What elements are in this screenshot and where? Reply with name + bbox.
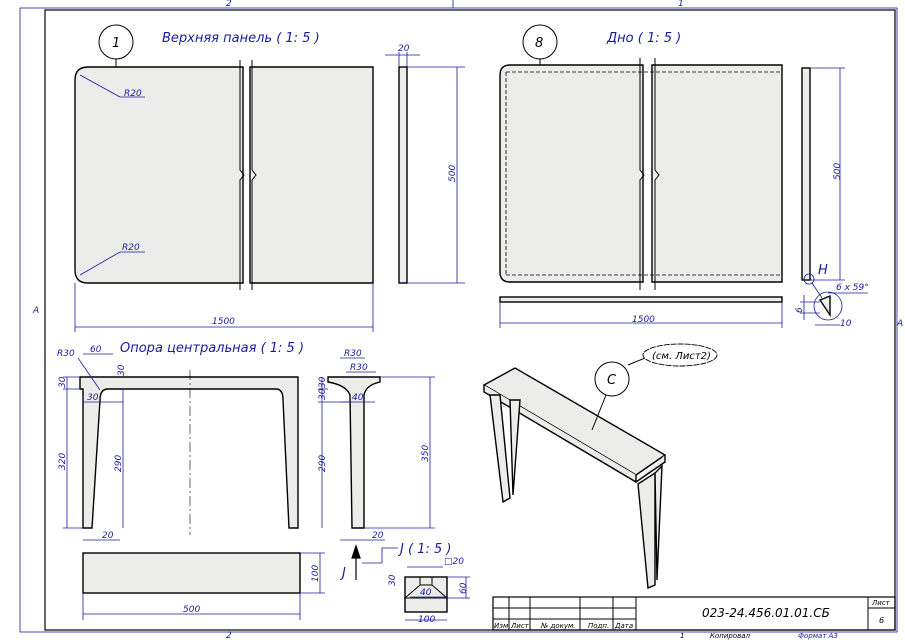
dim-side-r30a: R30 xyxy=(344,349,362,359)
detail-h: H xyxy=(818,263,828,278)
dim-30b: 30 xyxy=(117,364,127,376)
dim-r20-top: R20 xyxy=(124,89,142,99)
callout-c: C xyxy=(607,373,617,388)
dim-square-20: □20 xyxy=(444,557,464,567)
tb-list: Лист xyxy=(510,622,530,630)
top-panel-title: Верхняя панель ( 1: 5 ) xyxy=(162,31,320,46)
callout-1: 1 xyxy=(112,36,120,51)
tb-footer-num: 1 xyxy=(680,632,684,640)
dim-length-1500: 1500 xyxy=(212,317,235,327)
view-isometric: C (см. Лист2) xyxy=(482,343,718,590)
dim-side-30a: 30 xyxy=(318,376,328,388)
dim-6: 6 xyxy=(795,307,805,313)
tb-sheet-label: Лист xyxy=(871,599,891,607)
outer-frame xyxy=(19,7,898,633)
dim-side-r30b: R30 xyxy=(350,363,368,373)
view-top-panel: 1 Верхняя панель ( 1: 5 ) R20 R20 20 500… xyxy=(74,24,465,332)
dim-section-60: 60 xyxy=(459,582,469,594)
dim-60: 60 xyxy=(90,345,102,355)
view-bottom: 8 Дно ( 1: 5 ) 500 1500 H 6 x 59° 6 10 xyxy=(499,24,869,329)
dim-r30: R30 xyxy=(57,349,75,359)
inner-frame xyxy=(44,9,896,631)
dim-plan-500: 500 xyxy=(183,605,200,615)
view-support: Опора центральная ( 1: 5 ) R30 60 30 30 … xyxy=(57,341,435,620)
tb-sign: Подп. xyxy=(588,622,609,630)
dim-plan-100: 100 xyxy=(311,565,321,582)
dim-length-1500b: 1500 xyxy=(632,315,655,325)
tb-izm: Изм. xyxy=(494,622,510,630)
dim-side-290: 290 xyxy=(318,455,328,472)
section-title: J ( 1: 5 ) xyxy=(397,542,451,557)
dim-side-350: 350 xyxy=(421,445,431,462)
dim-30c: 30 xyxy=(87,393,99,403)
dim-height-500: 500 xyxy=(448,165,458,182)
dim-thickness-20: 20 xyxy=(398,44,410,54)
title-block: Изм. Лист № докум. Подп. Дата 023-24.456… xyxy=(492,596,896,640)
dim-side-40: 40 xyxy=(352,393,364,403)
zone-top-2: 2 xyxy=(226,0,232,9)
tb-doc: № докум. xyxy=(540,622,576,630)
iso-note: (см. Лист2) xyxy=(652,351,711,362)
dim-290: 290 xyxy=(114,455,124,472)
support-title: Опора центральная ( 1: 5 ) xyxy=(120,341,304,356)
dim-height-500b: 500 xyxy=(833,163,843,180)
dim-section-30: 30 xyxy=(388,574,398,586)
dim-side-20: 20 xyxy=(372,531,384,541)
tb-copied: Копировал xyxy=(710,632,751,640)
dim-10: 10 xyxy=(840,319,852,329)
zone-top-1: 1 xyxy=(678,0,684,9)
zone-right-a: A xyxy=(896,319,903,329)
dim-section-40: 40 xyxy=(420,588,432,598)
zone-bottom-2: 2 xyxy=(226,631,232,640)
tb-date: Дата xyxy=(614,622,633,630)
tb-format: Формат А3 xyxy=(798,632,838,640)
bottom-title: Дно ( 1: 5 ) xyxy=(606,31,681,46)
dim-side-30b: 30 xyxy=(318,388,328,400)
tb-designation: 023-24.456.01.01.СБ xyxy=(702,606,830,620)
view-section-j: J J ( 1: 5 ) □20 30 40 60 100 xyxy=(339,542,470,625)
callout-8: 8 xyxy=(535,36,543,51)
dim-320: 320 xyxy=(58,453,68,470)
zone-left-a: A xyxy=(32,306,39,316)
dim-20: 20 xyxy=(102,531,114,541)
dim-30a: 30 xyxy=(58,376,68,388)
dim-section-100: 100 xyxy=(418,615,435,625)
dim-r20-bottom: R20 xyxy=(122,243,140,253)
section-arrow-j: J xyxy=(339,566,346,581)
tb-sheet: 6 xyxy=(879,616,884,625)
dim-chamfer: 6 x 59° xyxy=(836,283,869,293)
